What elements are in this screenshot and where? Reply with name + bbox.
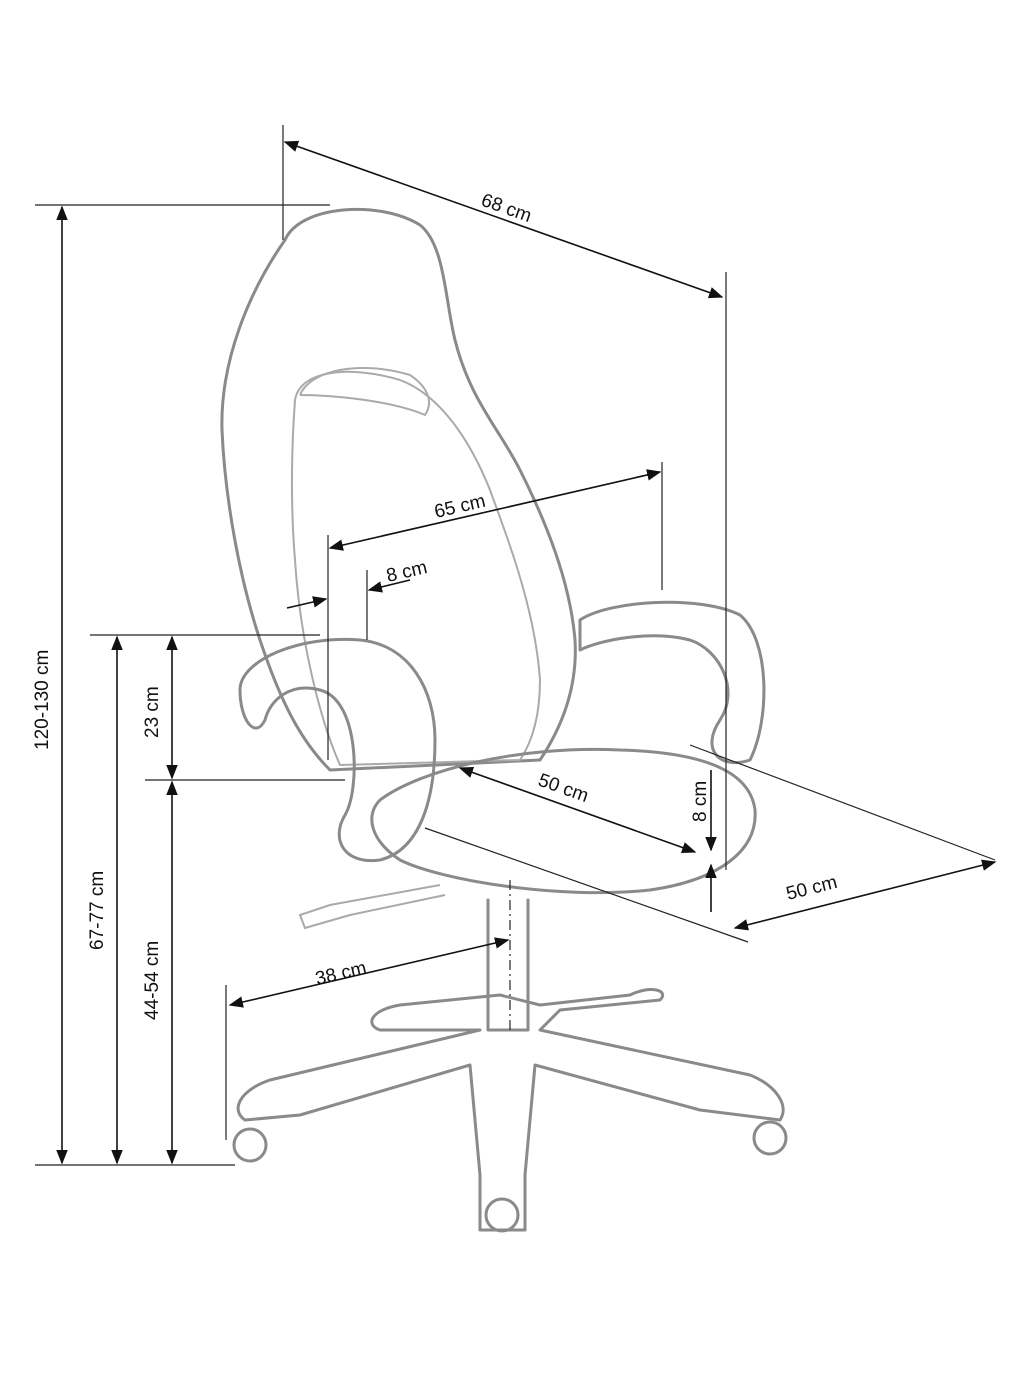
dim-armrest-width-left (286, 596, 328, 609)
label-overall-depth: 68 cm (478, 190, 534, 227)
label-base-radius: 38 cm (313, 958, 368, 990)
caster-left (232, 1127, 268, 1163)
chair-armrest-right (578, 600, 766, 765)
dim-base-radius (228, 937, 510, 1008)
label-seat-thickness: 8 cm (690, 781, 711, 822)
chair-seat (370, 747, 757, 895)
chair-illustration (220, 207, 788, 1233)
chair-lever (298, 884, 446, 930)
chair-base (236, 988, 785, 1232)
label-seat-height: 44-54 cm (142, 941, 163, 1020)
label-seat-width: 50 cm (784, 872, 839, 905)
label-armrest-height: 67-77 cm (87, 871, 108, 950)
chair-headrest (299, 366, 430, 417)
extension-lines (35, 125, 996, 1166)
caster-right (752, 1120, 788, 1156)
chair-armrest-left (238, 637, 437, 863)
label-seat-depth: 50 cm (535, 770, 591, 807)
label-armrest-above-seat: 23 cm (142, 686, 163, 738)
dim-overall-depth (283, 140, 724, 299)
dim-seat-width (733, 859, 997, 931)
dim-armrest-width-right (367, 579, 411, 593)
dim-seat-depth (458, 766, 697, 854)
dim-armrest-span (328, 469, 662, 551)
label-total-height: 120-130 cm (32, 650, 53, 750)
dimension-labels: 68 cm 120-130 cm 67-77 cm 44-54 cm 23 cm… (32, 190, 839, 1020)
label-armrest-width: 8 cm (384, 557, 429, 587)
chair-backrest-inner (290, 370, 542, 767)
dimension-arrows (56, 140, 997, 1165)
chair-gas-lift (486, 898, 530, 1032)
caster-front (484, 1197, 520, 1233)
chair-backrest (220, 207, 577, 772)
